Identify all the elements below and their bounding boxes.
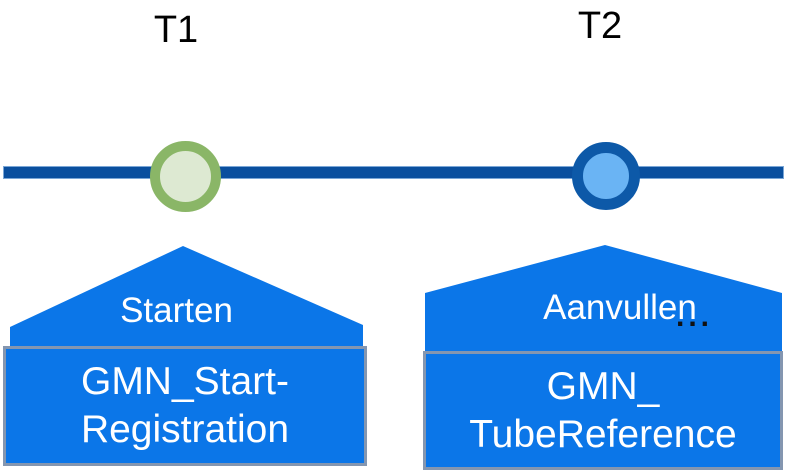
- event-action-label-aanvullen: Aanvullen: [543, 288, 697, 327]
- timepoint-label-t2: T2: [577, 5, 623, 47]
- ellipsis-text: ...: [676, 300, 714, 333]
- starten-arrow-shape: [10, 246, 363, 348]
- event-action-label-starten: Starten: [120, 291, 233, 330]
- event-box-line: TubeReference: [469, 412, 737, 456]
- timeline-marker-t1: [150, 141, 221, 212]
- event-box-gmn-start-registration: GMN_Start- Registration: [3, 346, 367, 466]
- event-box-line: Registration: [80, 408, 290, 451]
- event-box-gmn-tubereference: GMN_ TubeReference: [423, 351, 783, 470]
- timepoint-label-t1: T1: [153, 9, 199, 51]
- event-box-line: GMN_: [546, 364, 660, 408]
- event-box-line: GMN_Start-: [80, 360, 290, 403]
- timeline-marker-t2: [572, 142, 640, 210]
- aanvullen-arrow-shape: [425, 245, 782, 353]
